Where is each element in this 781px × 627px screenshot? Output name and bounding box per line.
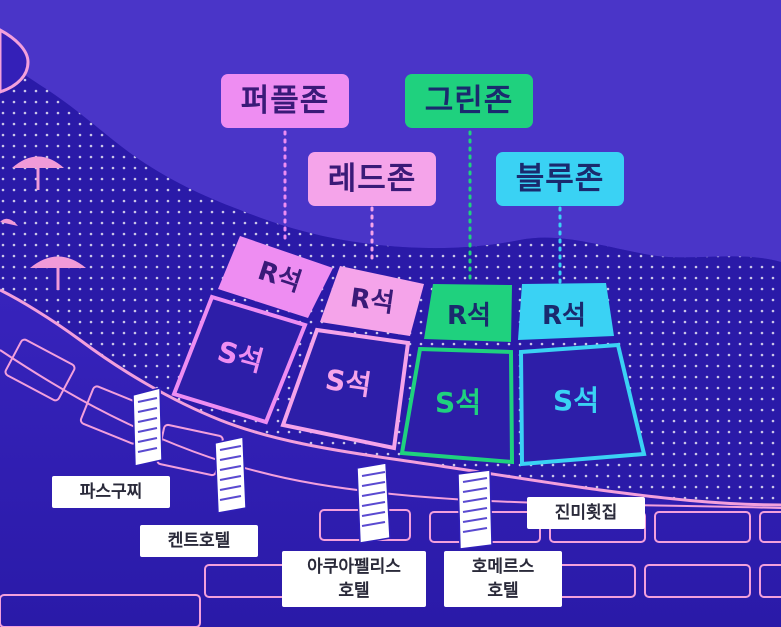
place-label-pasuguzzi: 파스구찌 — [52, 476, 170, 508]
place-label-aqua-palace-line2: 호텔 — [338, 581, 370, 601]
s-seat-blue[interactable]: S석 — [518, 342, 647, 467]
s-seat-green[interactable]: S석 — [399, 346, 515, 465]
place-label-hermes-line1: 호메르스 — [471, 557, 535, 577]
place-label-hermes-line2: 호텔 — [487, 581, 519, 601]
s-seat-red-label: S석 — [323, 363, 373, 402]
r-seat-purple[interactable]: R석 — [218, 236, 333, 318]
place-label-jinmi: 진미횟집 — [527, 497, 645, 529]
place-label-hermes: 호메르스 호텔 — [444, 551, 562, 607]
hotel-building-icon — [132, 387, 493, 550]
s-seat-blue-label: S석 — [553, 384, 599, 417]
r-seat-blue-label: R석 — [542, 301, 586, 331]
place-label-kent-hotel: 켄트호텔 — [140, 525, 258, 557]
road-boundary — [0, 288, 781, 507]
s-seat-green-label: S석 — [435, 386, 481, 419]
r-seat-red-label: R석 — [348, 283, 396, 319]
place-label-aqua-palace-line1: 아쿠아펠리스 — [307, 557, 401, 577]
zone-label-blue[interactable]: 블루존 — [496, 152, 624, 206]
place-label-aqua-palace: 아쿠아펠리스 호텔 — [282, 551, 426, 607]
zone-label-purple[interactable]: 퍼플존 — [221, 74, 349, 128]
r-seat-red[interactable]: R석 — [320, 266, 424, 336]
s-seat-red[interactable]: S석 — [280, 327, 411, 451]
land-corner — [0, 28, 30, 94]
r-seat-green-label: R석 — [447, 301, 491, 331]
beach-umbrella-icon — [0, 156, 86, 290]
s-seat-purple[interactable]: S석 — [171, 294, 308, 425]
zone-leader-lines — [283, 130, 562, 284]
zone-label-green[interactable]: 그린존 — [405, 74, 533, 128]
r-seat-green[interactable]: R석 — [424, 284, 512, 342]
r-seat-blue[interactable]: R석 — [518, 283, 614, 340]
zone-label-red[interactable]: 레드존 — [308, 152, 436, 206]
